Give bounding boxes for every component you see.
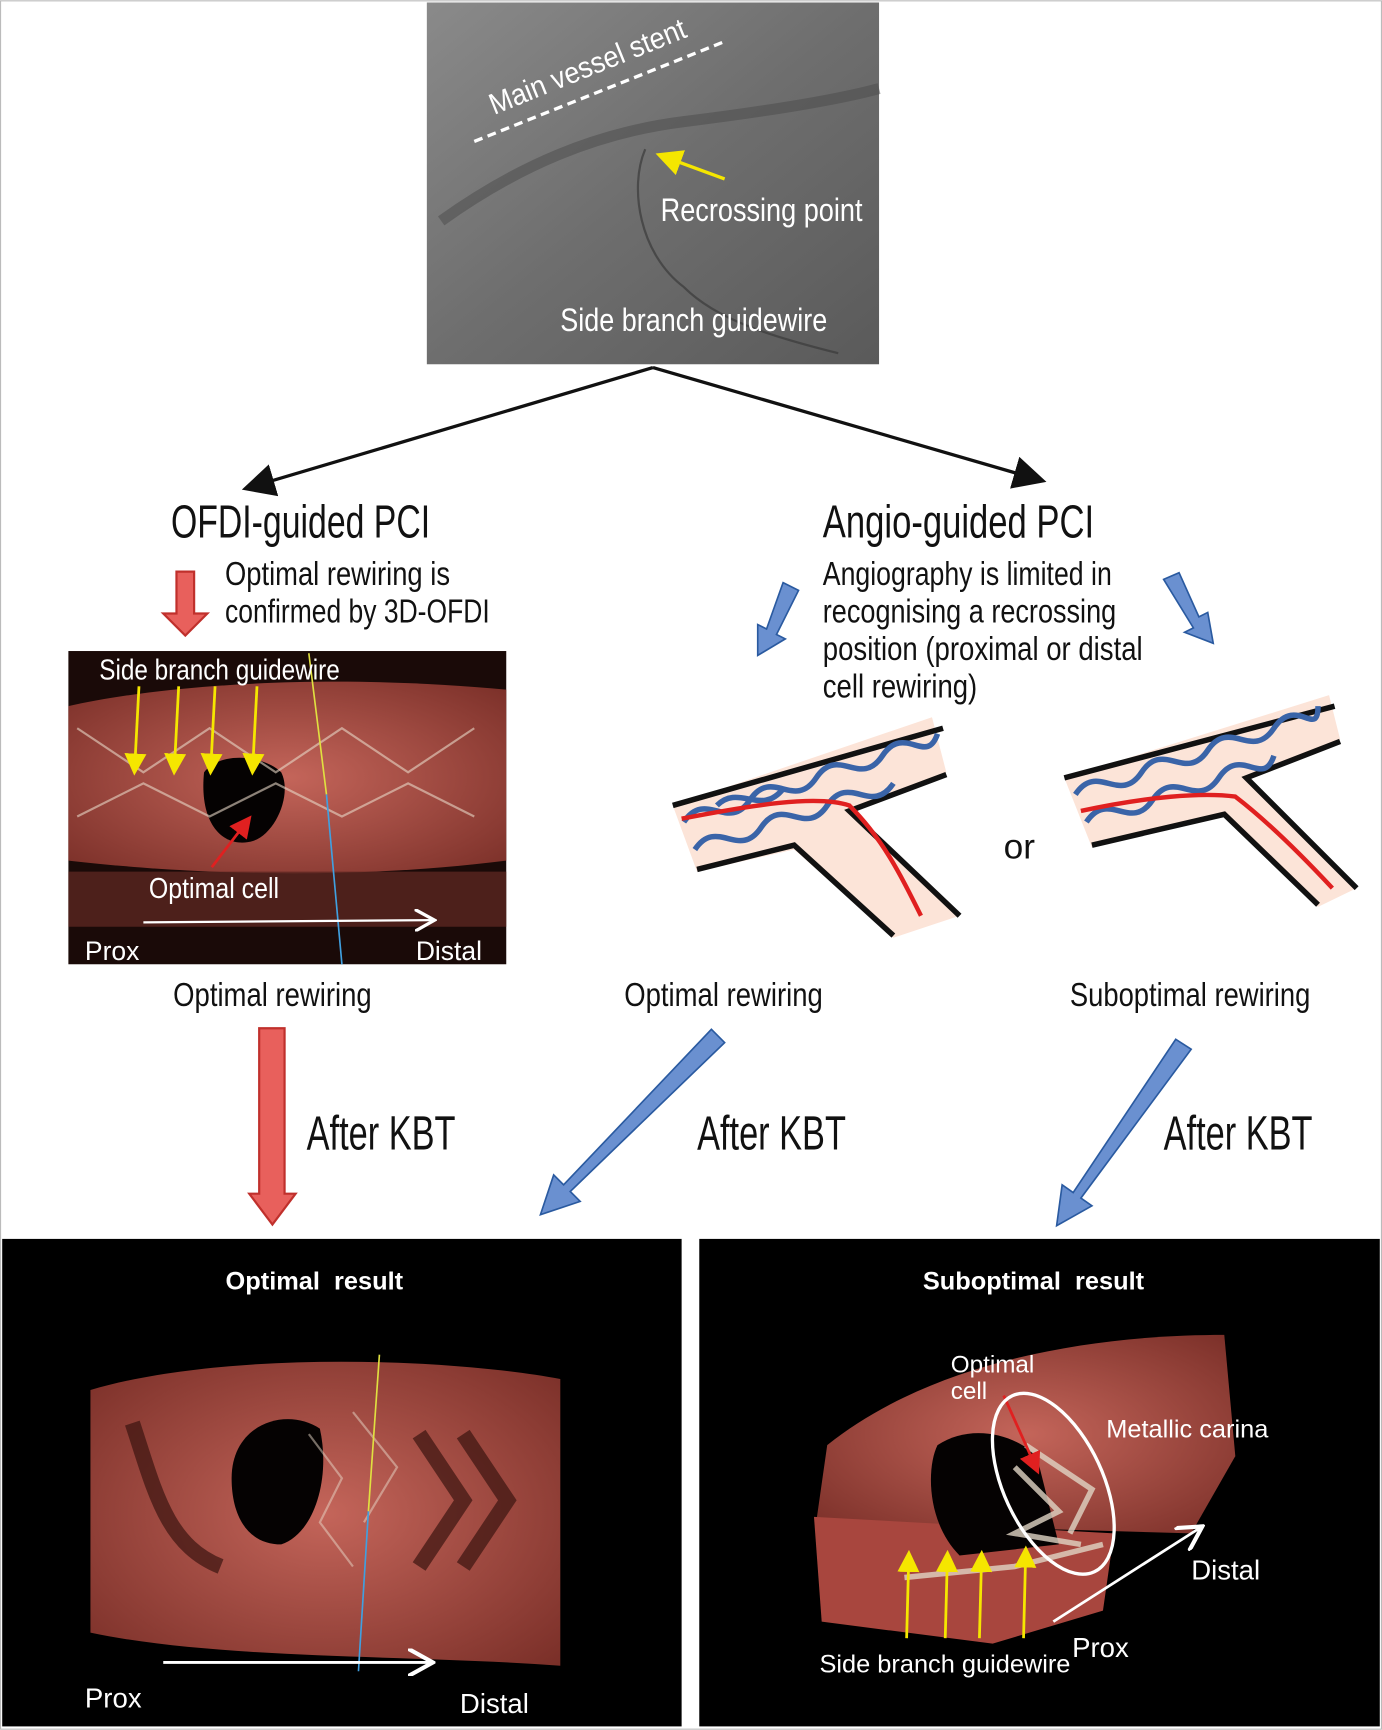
optimal-result-title: Optimal result — [226, 1268, 404, 1296]
angio-desc-line: position (proximal or distal — [823, 631, 1143, 668]
ofdi-title: OFDI-guided PCI — [171, 495, 430, 547]
distal-label: Distal — [1191, 1555, 1260, 1586]
blue-diagonal-arrow-suboptimal-icon — [1055, 1038, 1193, 1228]
recrossing-label: Recrossing point — [661, 192, 863, 228]
recrossing-arrow-icon — [655, 150, 726, 181]
stent-schematic-distal — [1063, 695, 1359, 907]
distal-label: Distal — [416, 936, 482, 966]
prox-label: Prox — [1072, 1632, 1129, 1663]
red-cell-arrow-icon — [1002, 1394, 1041, 1475]
angio-desc-line: recognising a recrossing — [823, 593, 1116, 630]
sub-cell-label-line: Optimal — [951, 1351, 1035, 1378]
arrow-to-angio-icon — [652, 365, 1047, 489]
yellow-arrows-icon — [897, 1545, 1037, 1639]
optimal-result-panel: Optimal result Prox Distal — [2, 1238, 682, 1727]
angio-suboptimal-caption: Suboptimal rewiring — [1070, 977, 1310, 1014]
distal-label: Distal — [460, 1688, 529, 1719]
metallic-carina-label: Metallic carina — [1106, 1415, 1269, 1443]
after-kbt-label: After KBT — [1164, 1107, 1313, 1161]
ofdi-caption: Optimal rewiring — [173, 977, 372, 1014]
after-kbt-label: After KBT — [697, 1107, 846, 1161]
suboptimal-result-panel: Suboptimal result Optimal cell Metallic … — [699, 1238, 1380, 1727]
prox-distal-arrow-icon — [1052, 1528, 1200, 1623]
angio-desc-line: cell rewiring) — [823, 668, 977, 705]
red-cell-arrow-icon — [210, 815, 252, 869]
angio-desc-line: Angiography is limited in — [823, 556, 1112, 593]
prox-label: Prox — [85, 936, 139, 966]
ofdi-desc-line: confirmed by 3D-OFDI — [225, 593, 490, 630]
arrow-to-ofdi-icon — [241, 365, 654, 497]
yellow-arrows-icon — [124, 686, 265, 776]
blue-arrow-right-icon — [1162, 571, 1215, 645]
carina-highlight-ellipse — [990, 1391, 1116, 1576]
ofdi-guidewire-label: Side branch guidewire — [99, 655, 339, 687]
sub-guidewire-label: Side branch guidewire — [819, 1650, 1070, 1678]
or-label: or — [1004, 827, 1036, 866]
suboptimal-result-title: Suboptimal result — [923, 1268, 1145, 1296]
angio-title: Angio-guided PCI — [823, 495, 1094, 547]
ofdi-desc-line: Optimal rewiring is — [225, 556, 450, 593]
red-big-arrow-icon — [247, 1027, 298, 1227]
angiogram-image: Main vessel stent Recrossing point Side … — [426, 2, 881, 365]
prox-distal-arrow-icon — [143, 920, 432, 922]
stent-schematic-proximal — [672, 717, 962, 938]
main-vessel-dashed-line — [473, 39, 727, 143]
sub-cell-label-line: cell — [951, 1378, 987, 1405]
ofdi-cell-label: Optimal cell — [149, 873, 279, 905]
after-kbt-label: After KBT — [307, 1107, 456, 1161]
blue-arrow-left-icon — [756, 581, 800, 657]
blue-diagonal-arrow-optimal-icon — [539, 1028, 726, 1216]
angio-optimal-caption: Optimal rewiring — [624, 977, 823, 1014]
red-down-arrow-icon — [160, 570, 211, 638]
prox-label: Prox — [85, 1683, 142, 1714]
ofdi-3d-image: Side branch guidewire Optimal cell Prox … — [68, 651, 507, 966]
side-branch-guidewire-label: Side branch guidewire — [560, 302, 827, 338]
